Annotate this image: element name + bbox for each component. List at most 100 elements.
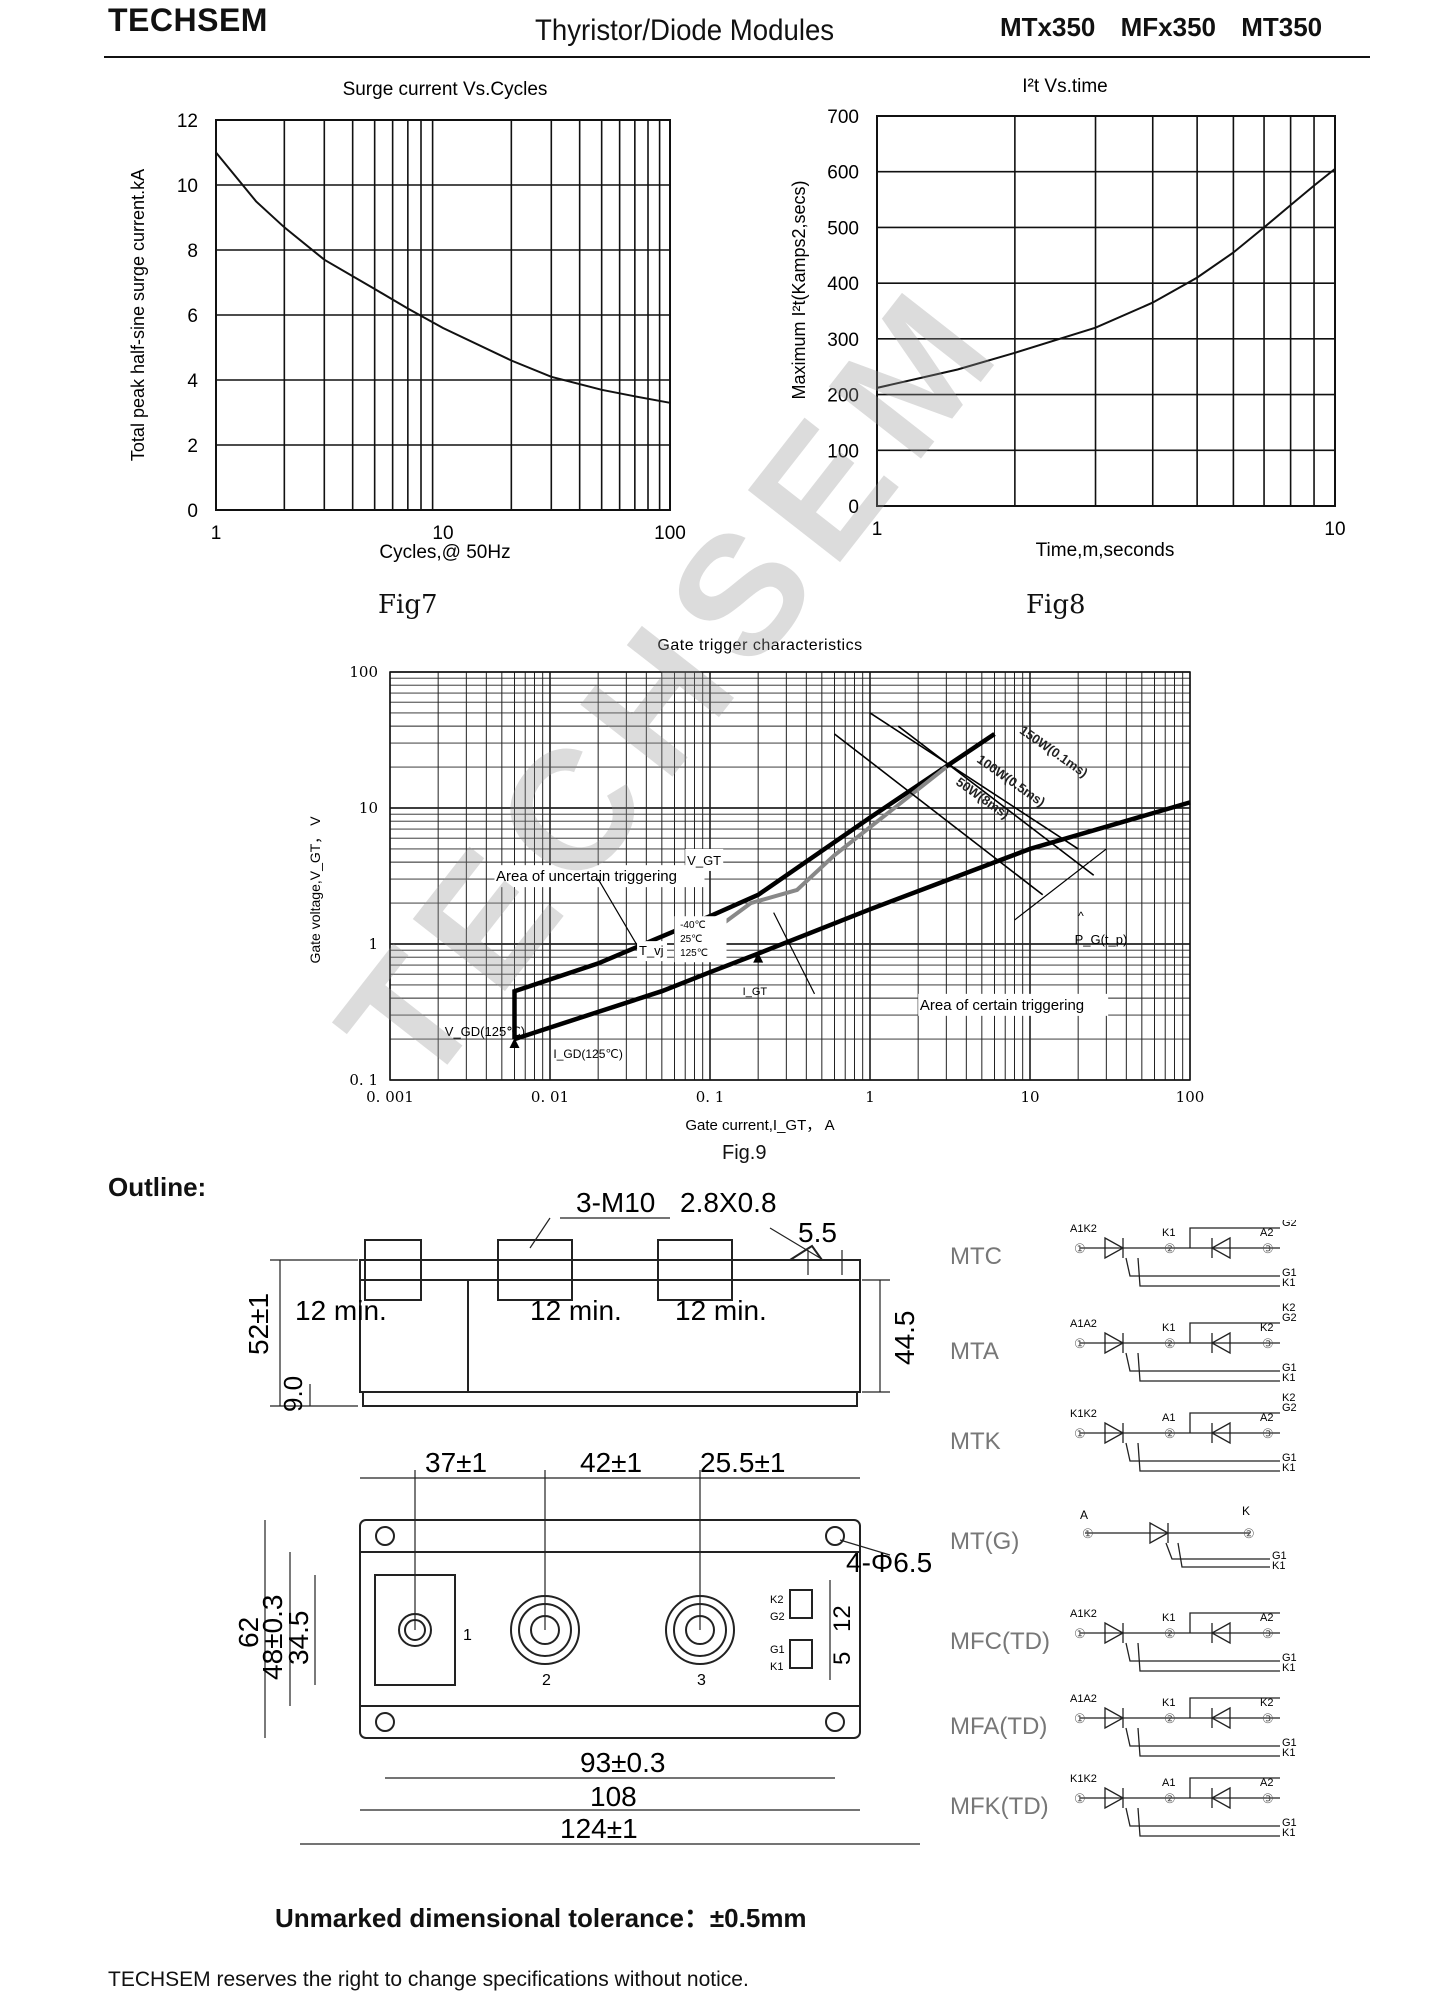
model-numbers: MTx350 MFx350 MT350 xyxy=(1000,12,1323,42)
fig9-150w-label: 150W(0.1ms) xyxy=(1017,723,1091,781)
fig9-temp-box-bg xyxy=(674,916,727,963)
dim-48: 48±0.3 xyxy=(257,1595,288,1680)
fig9-vgd-label: V_GD(125℃) xyxy=(445,1024,525,1039)
terminal-label: A2 xyxy=(1260,1777,1273,1789)
fig7-title: Surge current Vs.Cycles xyxy=(343,79,548,100)
terminal-label: A1A2 xyxy=(1070,1693,1097,1705)
gate-label: G1 xyxy=(1282,1452,1297,1464)
fig9-uncertain-label: Area of uncertain triggering xyxy=(496,868,677,885)
circuit-wire xyxy=(1189,1612,1280,1633)
circuit-wire xyxy=(1137,1257,1280,1287)
fig9-y-tick: 10 xyxy=(359,799,378,817)
fig7-y-tick: 8 xyxy=(187,241,198,262)
terminal-number: ① xyxy=(1074,1336,1086,1351)
terminal-label: K2 xyxy=(1260,1697,1273,1709)
device-icon xyxy=(1104,1331,1125,1355)
fig9-title: Gate trigger characteristics xyxy=(657,637,862,654)
fig9-x-tick: 0. 01 xyxy=(531,1088,569,1106)
circuit-wire xyxy=(1189,1322,1280,1343)
terminal-number: ① xyxy=(1074,1241,1086,1256)
fig9-igt-arrow xyxy=(753,952,764,963)
fig8-grid xyxy=(877,115,1335,507)
fig9-y-tick: 0. 1 xyxy=(349,1071,378,1089)
gate-label: K1 xyxy=(1282,1747,1295,1759)
device-icon xyxy=(1210,1421,1231,1445)
gate-label: K1 xyxy=(1282,1277,1295,1289)
gate-label: G2 xyxy=(1282,1402,1297,1414)
fig9-certain-leader xyxy=(773,912,816,995)
thyristor-icon xyxy=(1149,1521,1170,1545)
fig9-power-100w-line xyxy=(897,725,1095,876)
terminal-number: ② xyxy=(1164,1241,1176,1256)
circuit-wire xyxy=(1189,1412,1280,1433)
device-icon xyxy=(1104,1421,1125,1445)
pin-g1-label: G1 xyxy=(770,1644,785,1656)
fig9-x-tick: 10 xyxy=(1020,1088,1039,1106)
fig9-vgt-label: V_GT xyxy=(687,853,721,868)
fig9-chart: Gate trigger characteristics 0. 1110100 … xyxy=(307,637,1204,1134)
fig9-x-tick: 100 xyxy=(1176,1088,1205,1106)
circuit-name: MFK(TD) xyxy=(950,1793,1049,1820)
fig7-y-tick: 6 xyxy=(187,306,198,327)
fig9-pg-leader xyxy=(1014,848,1107,921)
fig8-x-tick: 10 xyxy=(1324,519,1345,540)
terminal-label: K1 xyxy=(1162,1322,1175,1334)
fig8-y-tick: 0 xyxy=(848,497,859,518)
terminal-label: K1K2 xyxy=(1070,1773,1097,1785)
device-icon xyxy=(1210,1706,1231,1730)
fig9-igt-label: I_GT xyxy=(743,986,768,998)
fig9-boundary-curve xyxy=(708,765,948,951)
terminal-number: ② xyxy=(1164,1711,1176,1726)
terminal-label: A xyxy=(1080,1508,1088,1522)
terminal-number: ① xyxy=(1074,1791,1086,1806)
terminal-number: ① xyxy=(1082,1526,1094,1541)
circuit-wire xyxy=(1137,1727,1280,1757)
terminal-number: ① xyxy=(1074,1426,1086,1441)
tolerance-note: Unmarked dimensional tolerance：±0.5mm xyxy=(275,1903,807,1933)
terminal-number: ① xyxy=(1074,1626,1086,1641)
circuit-wire xyxy=(1137,1352,1280,1382)
fig9-upper-limit-curve xyxy=(512,732,996,1040)
circuit-name: MFA(TD) xyxy=(950,1713,1047,1740)
terminal-number: ③ xyxy=(1262,1241,1274,1256)
fig9-power-150w-line xyxy=(869,712,1079,850)
dim-9-0: 9.0 xyxy=(278,1376,308,1412)
circuit-wire xyxy=(1137,1642,1280,1672)
fig7-y-tick: 10 xyxy=(177,176,198,197)
terminal-label: A1K2 xyxy=(1070,1223,1097,1235)
gate-label: G2 xyxy=(1282,1312,1297,1324)
fig9-x-axis-label: Gate current,I_GT， A xyxy=(685,1117,834,1134)
terminal-label: A1K2 xyxy=(1070,1608,1097,1620)
terminal-number: ③ xyxy=(1262,1336,1274,1351)
terminal-label: K xyxy=(1242,1504,1250,1518)
fig8-title: I²t Vs.time xyxy=(1022,76,1108,97)
circuit-wire xyxy=(1125,1727,1280,1747)
terminal-number: ③ xyxy=(1262,1791,1274,1806)
top-view-dimensions xyxy=(264,1470,920,1845)
circuit-wire xyxy=(1177,1542,1270,1568)
side-view xyxy=(359,1239,861,1407)
fig9-temp-125-label: 125℃ xyxy=(680,948,708,959)
header-divider xyxy=(104,56,1370,58)
document-title: Thyristor/Diode Modules xyxy=(535,14,835,47)
terminal-label: K1K2 xyxy=(1070,1408,1097,1420)
circuit-mtc: MTCA1K2K1A2K2G2G1K1①②③ xyxy=(950,1220,1297,1289)
terminal-label: K2 xyxy=(1260,1322,1273,1334)
fig7-y-tick: 0 xyxy=(187,501,198,522)
fig9-tvj-label: T_vj xyxy=(639,943,664,958)
fig8-caption: Fig8 xyxy=(1026,590,1086,620)
fig7-y-axis-label: Total peak half-sine surge current.kA xyxy=(128,169,148,461)
circuit-wire xyxy=(1125,1807,1280,1827)
dim-52: 52±1 xyxy=(243,1293,274,1355)
footer-note: TECHSEM reserves the right to change spe… xyxy=(108,1968,749,1991)
terminal-2-label: 2 xyxy=(542,1672,551,1689)
gate-label: K1 xyxy=(1282,1662,1295,1674)
fig9-temp-25-label: 25℃ xyxy=(680,934,702,945)
fig9-x-tick: 0. 1 xyxy=(696,1088,725,1106)
